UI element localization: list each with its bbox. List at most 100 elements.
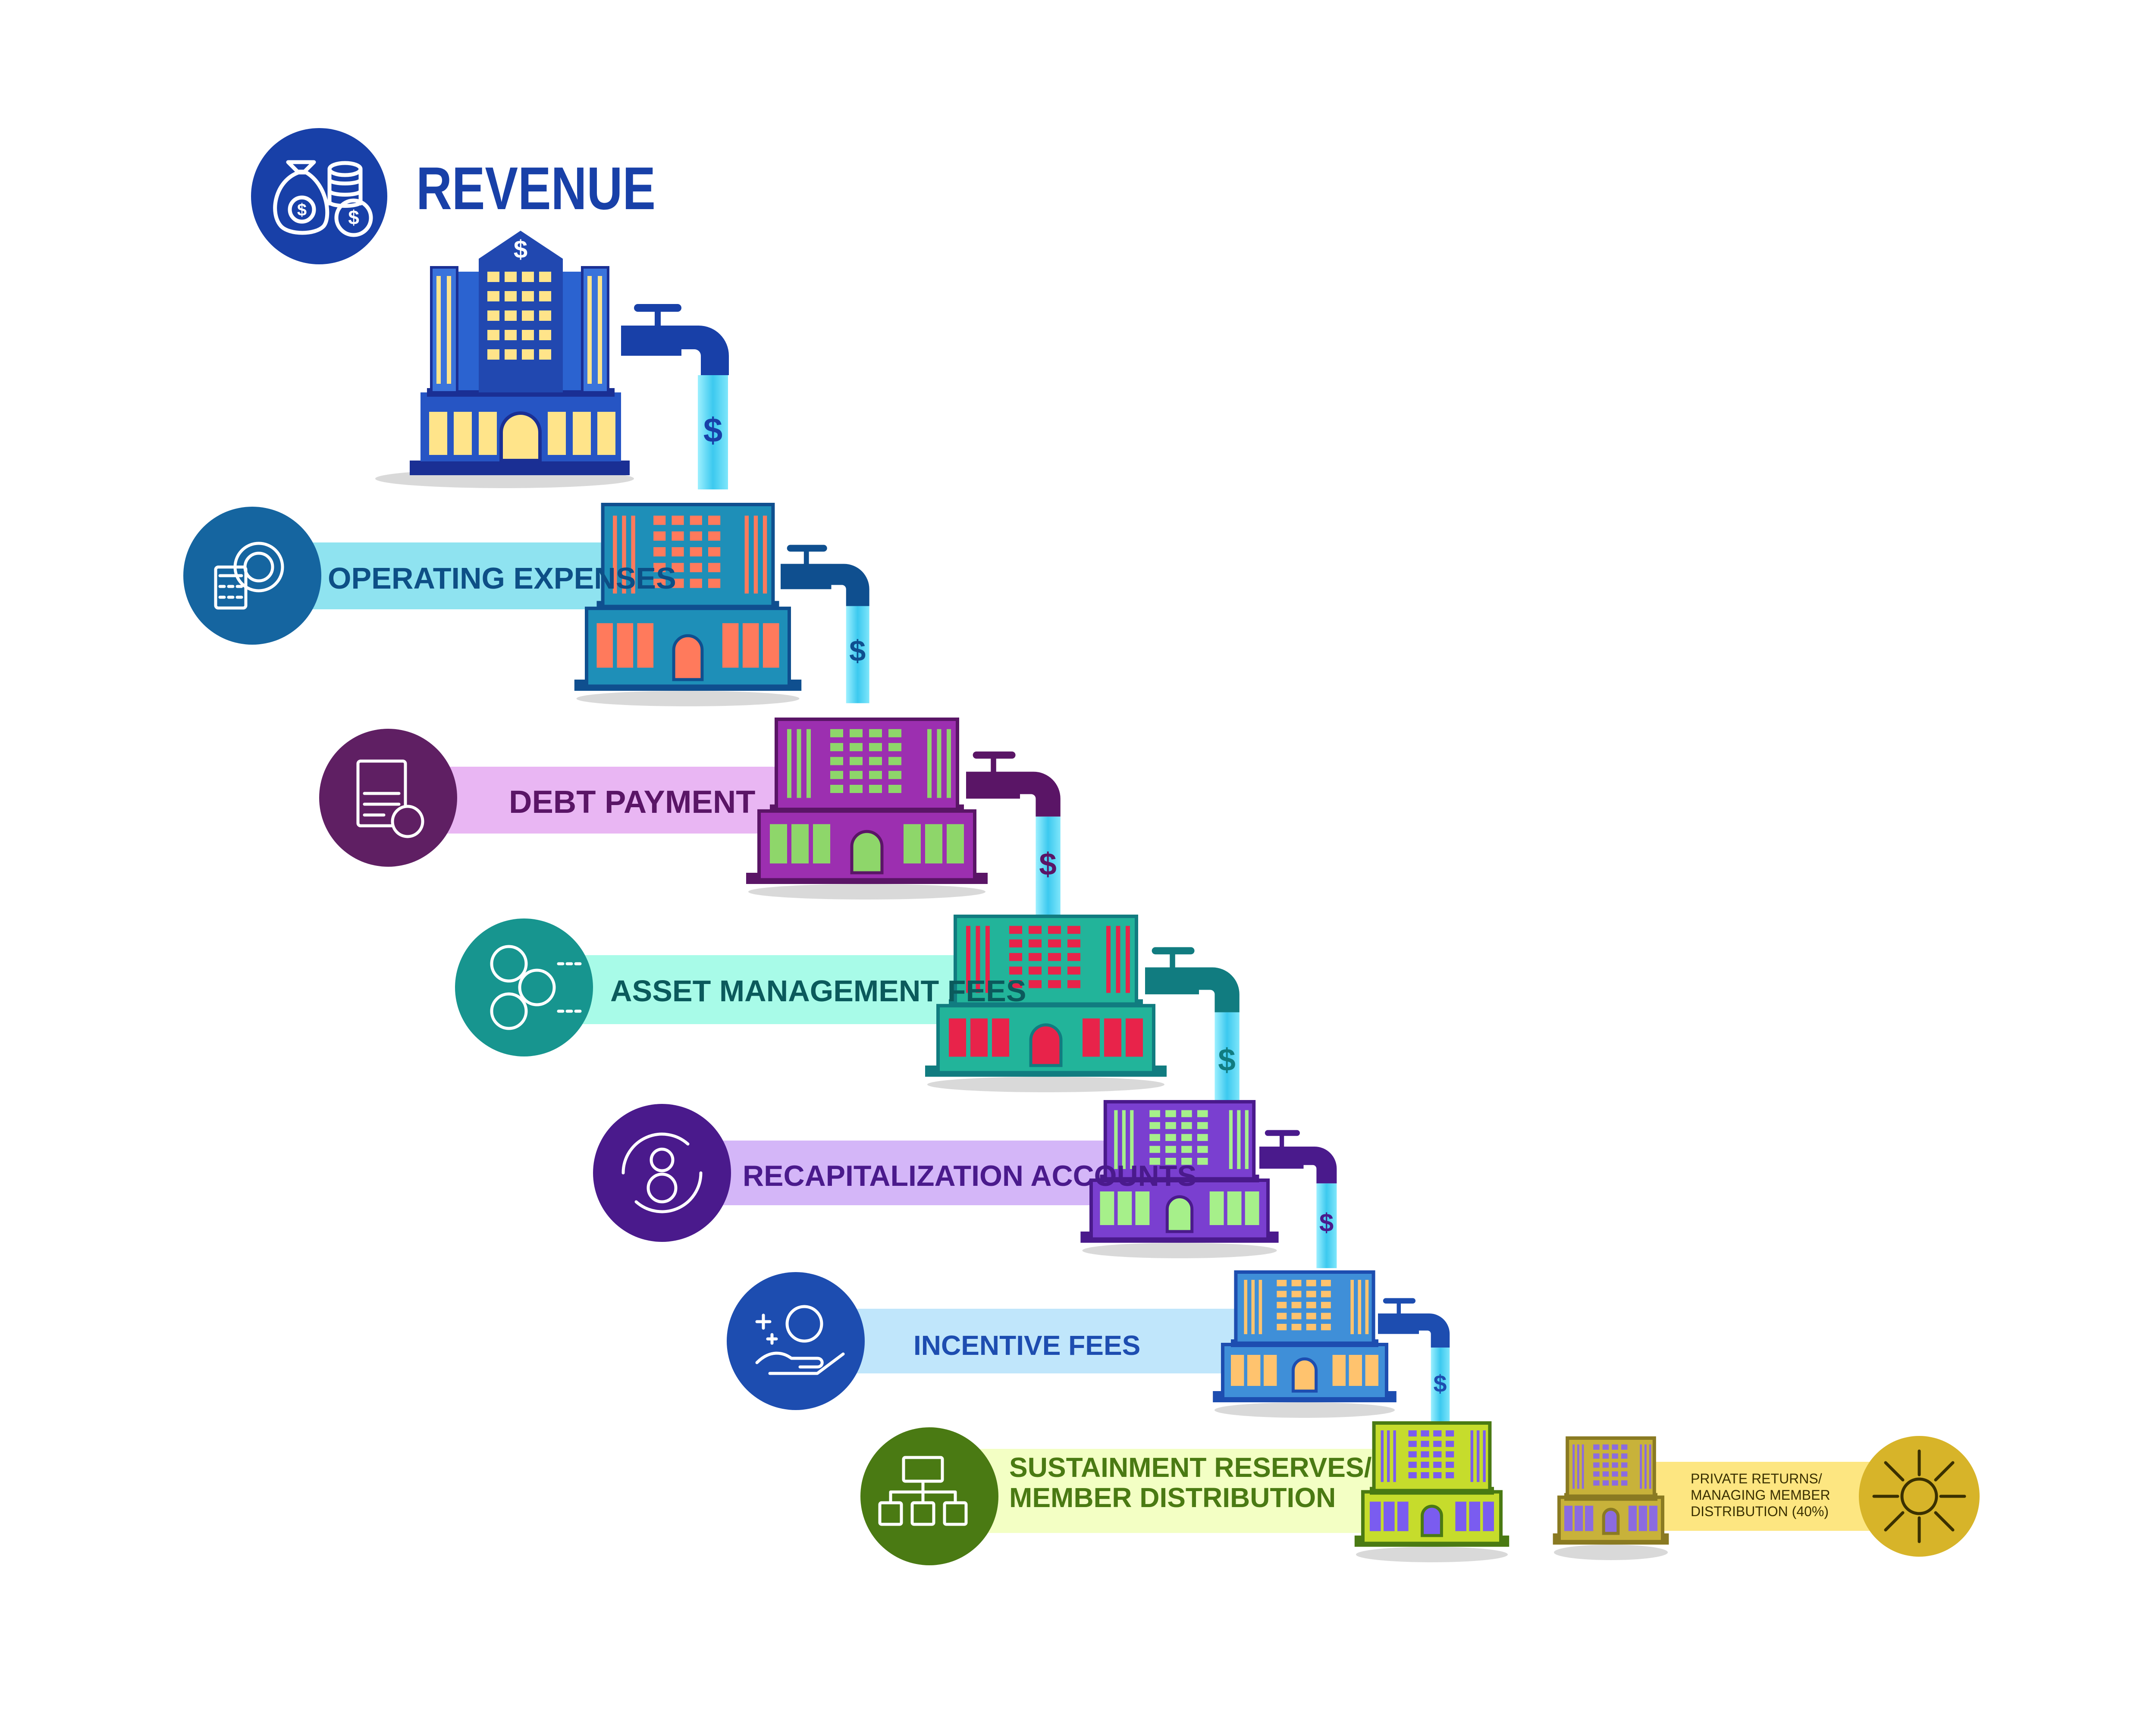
building-window xyxy=(869,743,882,751)
building-lower-window xyxy=(1245,1191,1259,1225)
tier-label: INCENTIVE FEES xyxy=(913,1330,1140,1361)
building-shadow xyxy=(748,884,985,900)
building-stripe xyxy=(947,729,951,798)
building-window xyxy=(830,771,843,779)
building-window xyxy=(1197,1158,1208,1165)
building-lower-window xyxy=(1126,1019,1143,1057)
building-window xyxy=(1029,980,1042,988)
building-window xyxy=(850,771,863,779)
building-window xyxy=(1446,1451,1454,1457)
building-stripe xyxy=(1106,926,1111,993)
building-lower-window xyxy=(770,824,787,863)
water-dollar: $ xyxy=(1319,1208,1334,1237)
building-window xyxy=(1603,1471,1609,1476)
building-window xyxy=(1433,1451,1441,1457)
building-window xyxy=(869,729,882,737)
building-window xyxy=(1421,1462,1429,1468)
building-lower-window xyxy=(617,623,634,668)
building-window xyxy=(888,785,901,793)
building-shadow xyxy=(927,1077,1164,1092)
water-dollar: $ xyxy=(1434,1370,1447,1397)
revenue-circle xyxy=(251,128,387,264)
building-window xyxy=(888,771,901,779)
faucet-spout xyxy=(1020,772,1061,817)
building-window xyxy=(850,729,863,737)
building-door xyxy=(1604,1509,1618,1533)
building-window xyxy=(1421,1472,1429,1478)
building-window xyxy=(1321,1291,1331,1298)
building-stripe xyxy=(1381,1430,1384,1482)
building-window xyxy=(1612,1462,1618,1467)
tier-row: $ASSET MANAGEMENT FEES xyxy=(455,916,1240,1116)
building-window xyxy=(1593,1471,1599,1476)
building-window xyxy=(1446,1472,1454,1478)
building-window xyxy=(1009,926,1022,934)
building-window xyxy=(1292,1291,1302,1298)
building-window xyxy=(830,757,843,765)
building-stripe xyxy=(1387,1430,1390,1482)
building-window xyxy=(690,516,702,525)
building-window xyxy=(1277,1324,1287,1330)
tier-building xyxy=(1553,1438,1669,1560)
tier-label-line: SUSTAINMENT RESERVES/ xyxy=(1009,1452,1372,1483)
building-window xyxy=(1277,1313,1287,1320)
building-lower-window xyxy=(925,824,942,863)
building-stripe xyxy=(1116,926,1120,993)
building-window xyxy=(830,729,843,737)
building-window xyxy=(1306,1291,1316,1298)
building-window xyxy=(708,531,720,541)
building-window xyxy=(1048,953,1061,961)
building-window xyxy=(1306,1280,1316,1286)
faucet: $ xyxy=(1378,1298,1450,1426)
building-window xyxy=(1009,953,1022,961)
building-stripe xyxy=(1471,1430,1473,1482)
building-lower-window xyxy=(992,1019,1009,1057)
faucet-handle xyxy=(973,752,1016,759)
building-lower-window xyxy=(1370,1501,1381,1531)
revenue-building: $ $ xyxy=(375,231,729,489)
building-lower-window xyxy=(1564,1506,1572,1531)
building-stripe xyxy=(1245,1110,1249,1169)
building-lower-window xyxy=(813,824,830,863)
tier-icon-circle xyxy=(183,507,321,645)
building-window xyxy=(672,516,684,525)
building-window xyxy=(1593,1454,1599,1459)
building-window xyxy=(1067,953,1080,961)
building-window xyxy=(1197,1110,1208,1117)
revenue-water-dollar: $ xyxy=(703,411,723,449)
building-window xyxy=(1433,1462,1441,1468)
building-window xyxy=(888,743,901,751)
building-stripe xyxy=(754,516,758,594)
building-door xyxy=(1031,1025,1061,1066)
building-window xyxy=(1292,1313,1302,1320)
building-lower-window xyxy=(637,623,654,668)
building-window xyxy=(1048,940,1061,948)
tier-row: $DEBT PAYMENT xyxy=(319,719,1061,920)
building-window xyxy=(869,785,882,793)
building-window xyxy=(850,785,863,793)
building-window xyxy=(1433,1472,1441,1478)
building-window xyxy=(672,547,684,557)
building-window xyxy=(1306,1313,1316,1320)
building-window xyxy=(1621,1462,1627,1467)
building-lower-window xyxy=(1469,1501,1480,1531)
building-door xyxy=(1167,1197,1192,1232)
tier-label: OPERATING EXPENSES xyxy=(328,561,676,595)
building-lower-window xyxy=(1136,1191,1150,1225)
building-lower-window xyxy=(1629,1506,1637,1531)
building-window xyxy=(1292,1324,1302,1330)
building-window xyxy=(1409,1472,1417,1478)
building-window xyxy=(850,743,863,751)
building-window xyxy=(1149,1134,1160,1141)
faucet: $ xyxy=(1145,947,1240,1116)
revenue-building-dollar-sign: $ xyxy=(514,235,527,263)
building-window xyxy=(1029,940,1042,948)
building-lower-window xyxy=(1100,1191,1114,1225)
faucet-handle xyxy=(1265,1130,1300,1136)
building-window xyxy=(1277,1291,1287,1298)
building-lower-window xyxy=(722,623,739,668)
building-stripe xyxy=(1259,1280,1262,1334)
building-window xyxy=(1621,1480,1627,1486)
building-window xyxy=(690,563,702,572)
building-lower-window xyxy=(1264,1355,1277,1386)
